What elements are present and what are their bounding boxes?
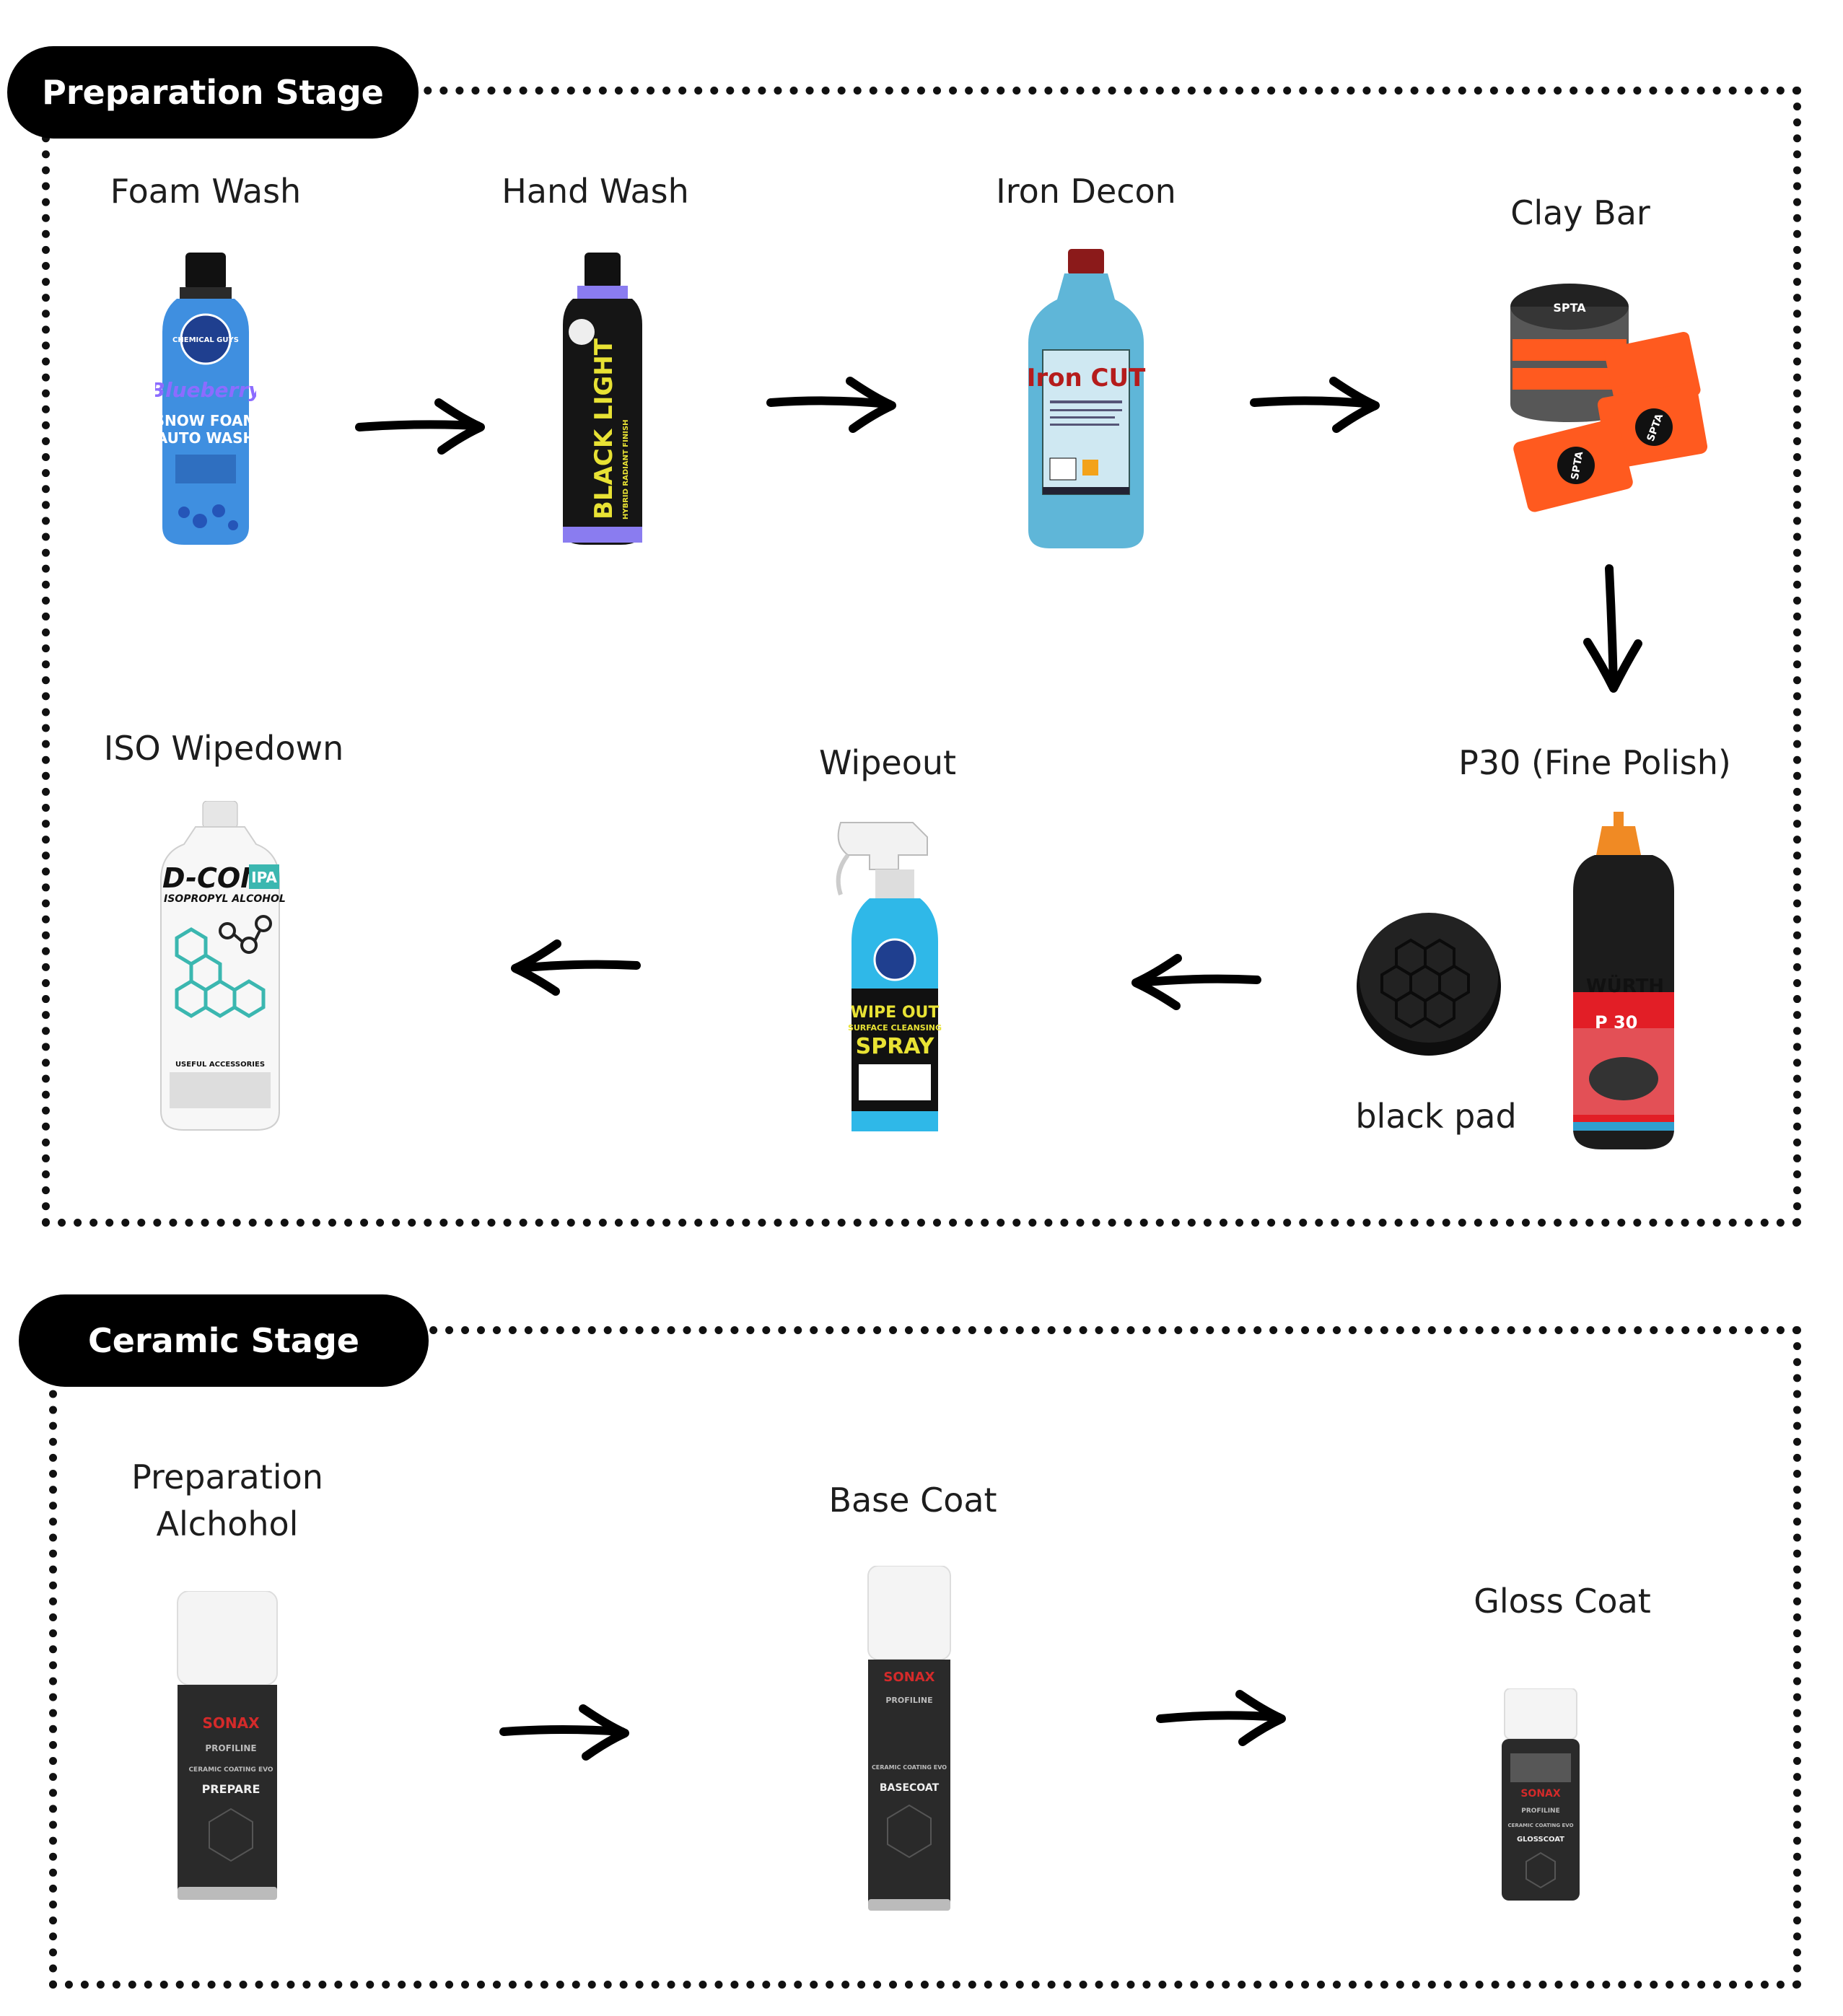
sonax-prepare-can: SONAX PROFILINE CERAMIC COATING EVO PREP… [177,1591,278,1900]
iron-decon-jug: Iron CUT [1027,249,1146,548]
ceramic-stage-tag: Ceramic Stage [19,1294,429,1387]
clay-bar-kit: SPTA SPTA SPTA [1510,284,1708,512]
clay-bar2-brand-text: SPTA [1570,450,1586,481]
sonax-line-text-2: PROFILINE [885,1696,932,1705]
wurth-product-text: P 30 [1595,1012,1637,1033]
label-iso-wipedown: ISO Wipedown [103,729,344,768]
foam-line1-text: SNOW FOAM [155,412,256,429]
p30-polish-bottle: WÜRTH P 30 [1573,812,1674,1149]
label-iron-decon: Iron Decon [996,172,1176,211]
arrow-polish-to-wipeout-icon [1131,954,1261,1010]
label-wipeout: Wipeout [818,743,957,782]
arrow-hand-to-iron-icon [766,377,896,433]
sonax-range-text-3: CERAMIC COATING EVO [1507,1823,1573,1828]
sonax-line-text-1: PROFILINE [205,1743,256,1753]
dcon-ipa-text: IPA [251,869,277,886]
label-black-pad: black pad [1355,1097,1517,1136]
iron-name-text: Iron CUT [1027,364,1146,393]
glosscoat-text: GLOSSCOAT [1517,1836,1564,1844]
black-polishing-pad [1357,913,1501,1056]
sonax-basecoat-can: SONAX PROFILINE CERAMIC COATING EVO BASE… [867,1566,951,1911]
dcon-footer-text: USEFUL ACCESSORIES [175,1061,265,1069]
label-base-coat: Base Coat [828,1481,997,1520]
arrow-foam-to-hand-icon [355,398,485,455]
hand-main-text: BLACK LIGHT [590,338,618,520]
dcon-sub-text: ISOPROPYL ALCOHOL [164,893,285,905]
label-foam-wash: Foam Wash [110,172,302,211]
iso-wipedown-bottle: D-CON IPA ISOPROPYL ALCOHOL USEFUL ACCES… [160,801,285,1131]
ceramic-stage-box [49,1326,1801,1989]
arrow-prepare-to-basecoat-icon [499,1704,629,1761]
foam-line2-text: AUTO WASH [157,429,255,447]
preparation-stage-tag: Preparation Stage [7,46,419,139]
prepare-text: PREPARE [202,1782,261,1796]
basecoat-text: BASECOAT [880,1782,940,1794]
sonax-glosscoat-bottle: SONAX PROFILINE CERAMIC COATING EVO GLOS… [1502,1688,1580,1901]
wipe-line2-text: SURFACE CLEANSING [848,1023,942,1033]
label-preparation-alchohol-line2: Alchohol [156,1504,299,1543]
label-gloss-coat: Gloss Coat [1474,1582,1651,1621]
sonax-range-text-2: CERAMIC COATING EVO [872,1764,947,1771]
dcon-name-text: D-CON [162,862,263,894]
wipeout-spray-bottle: WIPE OUT SURFACE CLEANSING SPRAY [836,822,942,1131]
wipe-line1-text: WIPE OUT [851,1004,940,1022]
foam-script-text: Blueberry [155,378,256,402]
label-p30-fine-polish: P30 (Fine Polish) [1458,743,1731,782]
arrow-clay-to-polish-icon [1583,564,1642,693]
sonax-brand-text-3: SONAX [1520,1788,1561,1800]
label-clay-bar: Clay Bar [1510,193,1650,232]
sonax-brand-text-2: SONAX [883,1670,934,1685]
arrow-iron-to-clay-icon [1250,377,1380,433]
label-preparation-alchohol-line1: Preparation [131,1458,323,1496]
preparation-stage-box [42,87,1801,1227]
sonax-range-text-1: CERAMIC COATING EVO [188,1766,273,1774]
label-hand-wash: Hand Wash [502,172,689,211]
foam-wash-bottle: CHEMICAL GUYS Blueberry SNOW FOAM AUTO W… [155,253,256,545]
clay-lid-brand-text: SPTA [1553,301,1586,315]
wurth-brand-text: WÜRTH [1586,973,1664,997]
sonax-brand-text-1: SONAX [202,1714,260,1732]
wipe-line3-text: SPRAY [856,1034,935,1059]
arrow-basecoat-to-glosscoat-icon [1156,1690,1286,1746]
hand-wash-bottle: BLACK LIGHT HYBRID RADIANT FINISH [563,253,642,545]
hand-sub-text: HYBRID RADIANT FINISH [622,419,630,520]
sonax-line-text-3: PROFILINE [1521,1807,1559,1815]
arrow-wipeout-to-iso-icon [511,939,641,996]
foam-brand-text: CHEMICAL GUYS [172,336,239,344]
